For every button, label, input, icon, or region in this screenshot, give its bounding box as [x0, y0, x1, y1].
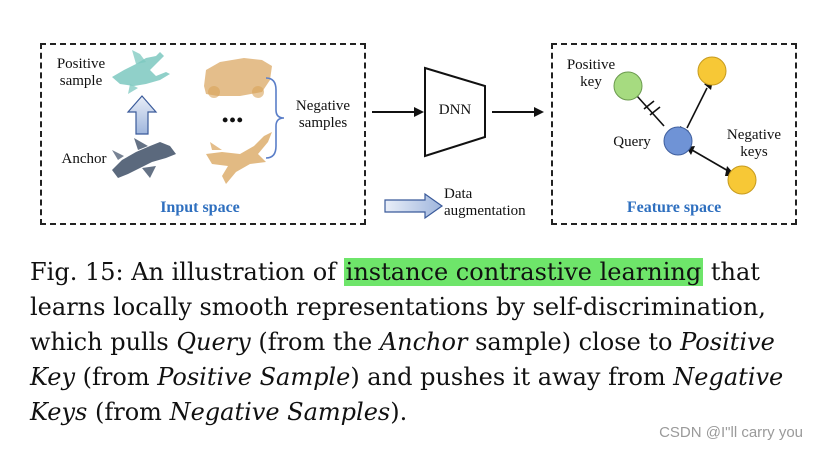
negative-key-node-bottom-icon	[727, 165, 757, 195]
feature-space-title: Feature space	[626, 199, 722, 216]
query-node-icon	[663, 126, 693, 156]
positive-sample-label: Positive sample	[48, 56, 114, 90]
positive-key-attraction-edge	[636, 95, 665, 127]
caption-line3-a: which pulls	[30, 328, 177, 356]
negative-sample-car-pointcloud-icon	[204, 58, 272, 98]
caption-negative-samples-term: Negative Samples	[169, 398, 391, 426]
feature-space-panel	[551, 43, 797, 225]
dnn-block-icon	[424, 66, 486, 158]
caption-negative-term: Negative	[673, 363, 784, 391]
negative-samples-label-line1: Negative	[295, 98, 351, 114]
caption-line-1: Fig. 15: An illustration of instance con…	[30, 255, 800, 290]
input-space-panel	[40, 43, 366, 225]
negative-samples-label: Negative samples	[288, 98, 358, 132]
positive-sample-label-line2: sample	[59, 73, 103, 89]
caption-keys-term: Keys	[30, 398, 88, 426]
caption-highlight: instance contrastive learning	[343, 258, 704, 286]
query-label: Query	[613, 134, 651, 150]
negative-sample-airplane-pointcloud-icon	[206, 132, 272, 184]
caption-line1-prefix: Fig. 15: An illustration of	[30, 258, 344, 286]
anchor-pointcloud-icon	[112, 138, 176, 178]
figure-caption: Fig. 15: An illustration of instance con…	[30, 255, 800, 430]
caption-line-2: learns locally smooth representations by…	[30, 293, 766, 321]
caption-line5-b: ).	[390, 398, 408, 426]
caption-positive-term: Positive	[680, 328, 775, 356]
caption-line5-a: (from	[87, 398, 170, 426]
negative-keys-label-line2: keys	[740, 144, 768, 160]
caption-line-4: Key (from Positive Sample) and pushes it…	[30, 360, 800, 395]
arrow-input-to-dnn	[372, 107, 424, 117]
dnn-label: DNN	[438, 102, 472, 118]
diagram-graphics	[112, 50, 757, 220]
negative-key-node-top-icon	[697, 56, 727, 86]
augmentation-up-arrow-icon	[126, 95, 158, 135]
positive-sample-label-line1: Positive	[56, 56, 106, 72]
data-augmentation-label-line1: Data	[444, 186, 473, 202]
caption-line4-b: ) and pushes it away from	[350, 363, 674, 391]
caption-line3-b: (from the	[250, 328, 380, 356]
negative-keys-label: Negative keys	[718, 127, 790, 161]
caption-anchor-term: Anchor	[379, 328, 468, 356]
csdn-watermark: CSDN @I"ll carry you	[659, 424, 803, 441]
caption-line1-suffix: that	[703, 258, 760, 286]
negative-key-repulsion-edge-top	[680, 80, 713, 136]
positive-sample-pointcloud-icon	[112, 50, 170, 94]
caption-line3-c: sample) close to	[467, 328, 681, 356]
caption-line4-a: (from	[75, 363, 158, 391]
caption-line-5: Keys (from Negative Samples).	[30, 395, 800, 430]
positive-key-label-line2: key	[580, 74, 602, 90]
negative-keys-label-line1: Negative	[726, 127, 782, 143]
data-augmentation-label-line2: augmentation	[444, 203, 526, 219]
positive-key-label: Positive key	[556, 57, 626, 91]
positive-key-label-line1: Positive	[566, 57, 616, 73]
caption-positive-sample-term: Positive Sample	[157, 363, 351, 391]
positive-key-node-icon	[613, 71, 643, 101]
negative-dots: •••	[222, 110, 244, 130]
caption-query-term: Query	[176, 328, 251, 356]
caption-key-term: Key	[30, 363, 76, 391]
data-augmentation-legend-arrow-icon	[384, 192, 444, 220]
negative-samples-label-line2: samples	[298, 115, 348, 131]
caption-line-3: which pulls Query (from the Anchor sampl…	[30, 325, 800, 360]
data-augmentation-label: Data augmentation	[444, 186, 526, 220]
input-space-title: Input space	[160, 199, 240, 216]
arrow-dnn-to-feature	[492, 107, 544, 117]
anchor-label: Anchor	[61, 151, 107, 167]
negative-samples-brace	[265, 77, 285, 159]
